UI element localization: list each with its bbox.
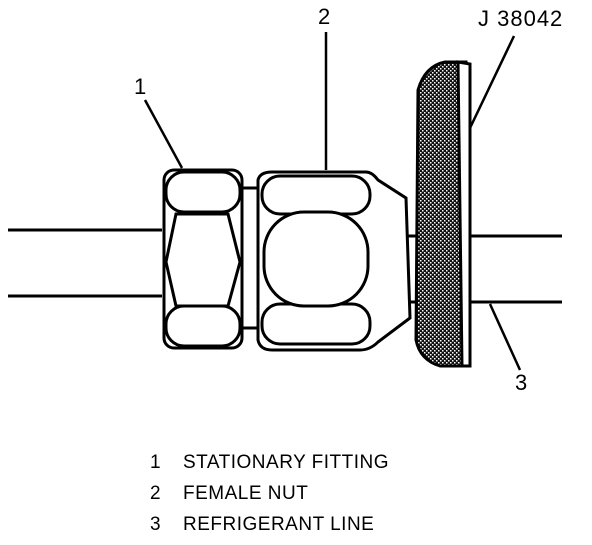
leader-lines [143, 32, 522, 371]
tool-j38042 [414, 60, 472, 368]
legend-number: 1 [150, 452, 161, 473]
callout-number-1: 1 [134, 74, 147, 99]
legend-number: 2 [150, 483, 161, 504]
legend-text: STATIONARY FITTING [183, 452, 390, 473]
legend-text: FEMALE NUT [183, 483, 309, 504]
tool-label: J 38042 [478, 6, 564, 31]
stationary-fitting [162, 168, 244, 350]
legend-item: 2 FEMALE NUT [150, 483, 389, 514]
legend: 1 STATIONARY FITTING 2 FEMALE NUT 3 REFR… [150, 452, 389, 545]
callout-number-3: 3 [515, 370, 528, 395]
legend-text: REFRIGERANT LINE [183, 514, 375, 535]
legend-number: 3 [150, 514, 161, 535]
legend-item: 1 STATIONARY FITTING [150, 452, 389, 483]
legend-item: 3 REFRIGERANT LINE [150, 514, 389, 545]
callout-number-2: 2 [318, 4, 331, 29]
female-nut [256, 170, 412, 352]
